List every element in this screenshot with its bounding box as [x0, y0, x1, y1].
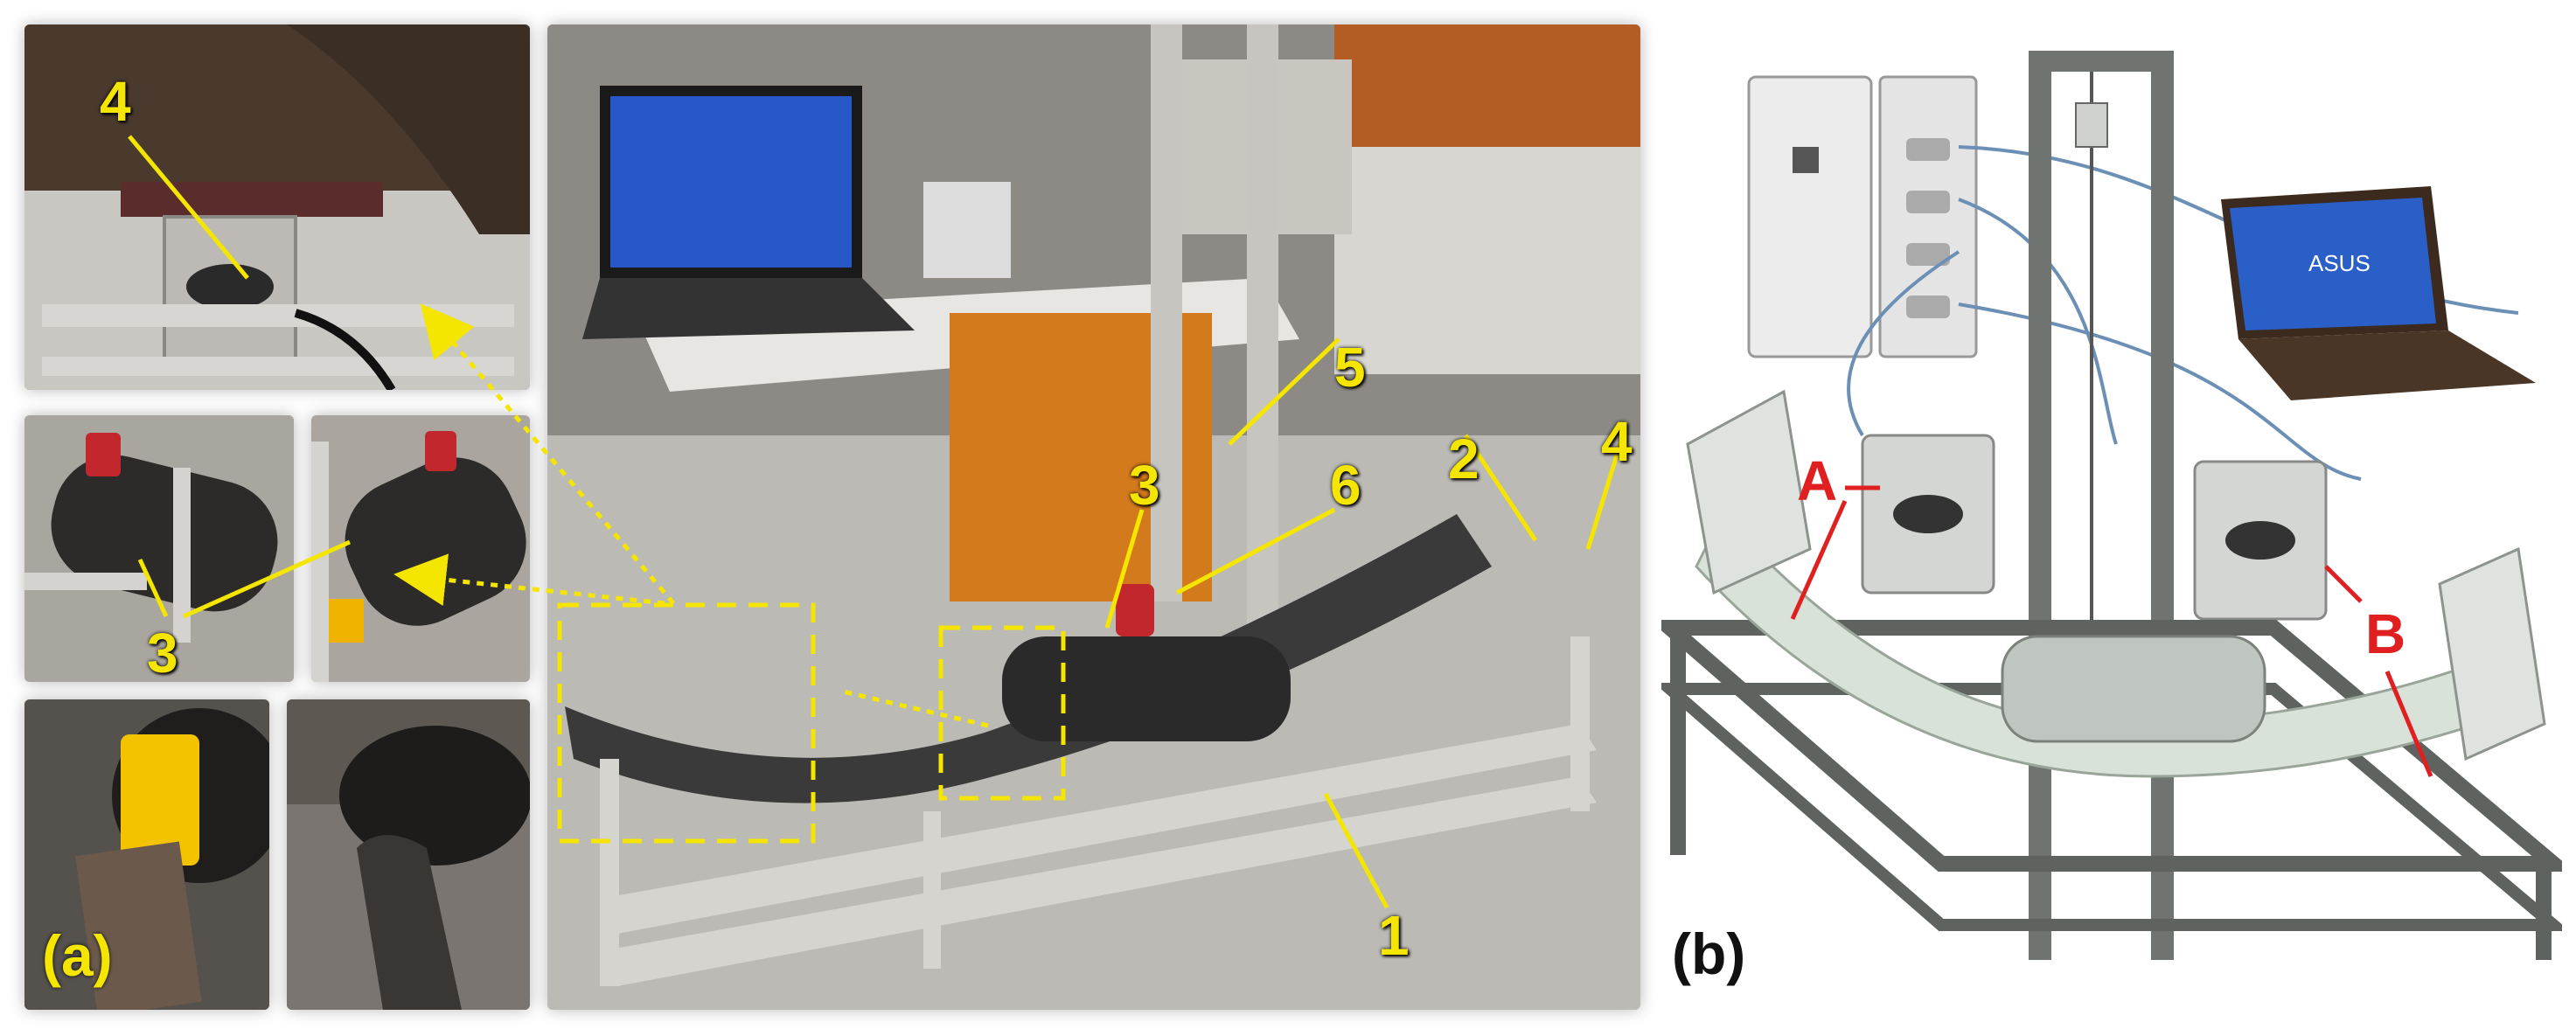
inset-yellow-clamp: (a) [24, 699, 269, 1010]
cad-model-graphic: ASUS [1661, 51, 2562, 960]
marker-2: 2 [1448, 428, 1479, 490]
laptop-brand-text: ASUS [2308, 250, 2371, 276]
inset-roller-bracket [287, 699, 530, 1010]
panel-a-label: (a) [42, 923, 113, 988]
inset-roller-right [311, 415, 530, 682]
roller-bracket-graphic [287, 699, 530, 1010]
marker-6: 6 [1330, 454, 1361, 517]
inset-4-leader-line [128, 135, 249, 280]
inset-load-cell-closeup: 4 [24, 24, 530, 390]
roller-left-graphic [24, 415, 294, 682]
marker-4: 4 [1601, 410, 1633, 473]
marker-A: A [1797, 449, 1838, 512]
inset-3-leader-lines [137, 539, 352, 619]
marker-3: 3 [1129, 454, 1160, 517]
load-cell-closeup-graphic [24, 24, 530, 390]
roller-right-graphic [311, 415, 530, 682]
yellow-clamp-graphic [24, 699, 269, 1010]
panel-b-label: (b) [1672, 921, 1746, 986]
marker-3-inset: 3 [147, 622, 178, 685]
main-test-rig-photo: 5 2 4 3 6 1 [547, 24, 1640, 1010]
test-rig-graphic [547, 24, 1640, 1010]
marker-5: 5 [1334, 336, 1366, 399]
marker-1: 1 [1378, 904, 1410, 967]
marker-B: B [2365, 602, 2406, 665]
inset-roller-left [24, 415, 294, 682]
cad-rendering-panel: ASUS A B (b) [1661, 24, 2562, 1010]
marker-4-inset: 4 [100, 70, 131, 133]
